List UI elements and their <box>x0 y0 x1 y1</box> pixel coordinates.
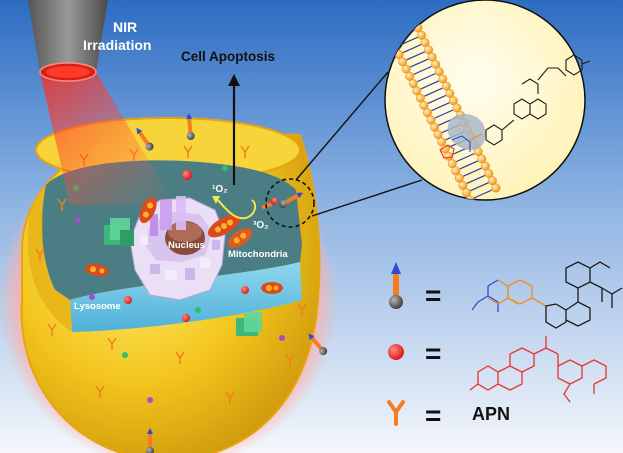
lipid-tail <box>456 153 475 163</box>
lipid-head-outer <box>433 130 443 139</box>
lipid-head-outer <box>437 137 447 147</box>
lipid-head-outer <box>454 173 464 183</box>
lipid-head-outer <box>423 108 432 118</box>
lipid-tail <box>406 51 425 61</box>
mitochondria-label: Mitochondria <box>228 249 288 260</box>
lipid-tail <box>399 36 418 46</box>
lipid-head-inner <box>427 52 437 62</box>
lipid-head-inner <box>484 169 494 178</box>
probe-molecules <box>136 113 328 453</box>
activated-dye-symbol <box>388 344 404 360</box>
lipid-head-outer <box>415 93 425 103</box>
zoom-region-marker <box>265 178 315 228</box>
zoom-connector-top <box>295 71 389 181</box>
lipid-head-outer <box>447 159 457 169</box>
lipid-tail <box>409 58 429 68</box>
nucleus-label: Nucleus <box>168 240 205 251</box>
lipid-head-inner <box>488 176 497 186</box>
nir-label-line1: NIR <box>113 19 137 35</box>
golgi-apparatus <box>104 218 134 246</box>
lipid-head-outer <box>405 71 415 81</box>
lipid-head-inner <box>491 183 501 193</box>
lipid-tail <box>470 182 489 192</box>
legend-equals-1: = <box>425 280 441 311</box>
lipid-head-outer <box>451 166 461 176</box>
endoplasmic-reticulum <box>150 196 186 236</box>
lipid-head-outer <box>444 151 454 161</box>
lipid-tail <box>413 65 432 75</box>
lipid-tail <box>473 189 493 199</box>
probe-structure <box>471 261 623 329</box>
singlet-oxygen-label: ¹O₂ <box>212 184 228 195</box>
lipid-head-outer <box>462 188 471 198</box>
cell-apoptosis-label: Cell Apoptosis <box>181 49 275 64</box>
nucleus <box>129 197 226 301</box>
lipid-head-inner <box>438 74 448 84</box>
zoom-connector-bottom <box>311 179 423 217</box>
lipid-head-inner <box>445 89 455 98</box>
lipid-head-inner <box>477 154 487 164</box>
lipid-head-inner <box>449 96 458 106</box>
cell-wall-cut <box>27 185 73 332</box>
singlet-oxygen-conversion <box>212 196 257 220</box>
lipid-tail <box>466 174 486 185</box>
activated-dye-dots <box>124 170 249 322</box>
zoomed-membrane-view <box>384 0 591 201</box>
lipid-tail <box>431 102 450 112</box>
lipid-head-outer <box>458 181 468 190</box>
lipid-head-inner <box>480 161 490 171</box>
lipid-head-inner <box>431 59 441 69</box>
lipid-head-outer <box>430 122 439 132</box>
lipid-tail <box>424 87 443 97</box>
lipid-head-inner <box>452 103 462 113</box>
lipid-tail <box>434 109 454 119</box>
lipid-head-outer <box>426 115 436 125</box>
lipid-head-outer <box>408 79 418 89</box>
legend-activated-dye: = <box>388 336 607 403</box>
lipid-tail <box>420 80 440 90</box>
lipid-head-inner <box>417 30 426 40</box>
lipid-head-outer <box>465 195 475 200</box>
lipid-tail <box>463 167 482 177</box>
apn-label: APN <box>472 404 510 424</box>
nir-label-line2: Irradiation <box>83 37 151 53</box>
apoptosis-arrow <box>228 74 240 185</box>
lipid-head-inner <box>420 38 430 47</box>
probe-symbol <box>389 262 403 309</box>
triplet-oxygen-label: ³O₂ <box>253 220 269 231</box>
lipid-tail <box>459 160 479 170</box>
bound-probe-structure <box>439 54 591 159</box>
lipid-head-outer <box>398 57 408 67</box>
legend-equals-2: = <box>425 338 441 369</box>
lipid-head-outer <box>401 64 411 74</box>
lipid-head-inner <box>441 81 451 91</box>
legend-probe: = <box>389 261 623 329</box>
lipid-tail <box>427 94 447 105</box>
lipid-tail <box>417 73 436 83</box>
legend-equals-3: = <box>425 400 441 431</box>
apn-receptor-symbol <box>387 400 405 426</box>
apn-protein <box>447 113 486 151</box>
lipid-head-outer <box>412 86 422 96</box>
green-vesicle-cluster <box>236 312 262 336</box>
lipid-head-inner <box>424 45 434 55</box>
lysosome-label: Lysosome <box>74 301 121 312</box>
lipid-head-outer <box>419 101 429 110</box>
lipid-head-inner <box>434 67 444 77</box>
activated-dye-structure <box>469 336 607 403</box>
nir-light-source <box>28 0 175 205</box>
lipid-tail <box>402 43 422 54</box>
legend-apn: = APN <box>387 400 510 431</box>
